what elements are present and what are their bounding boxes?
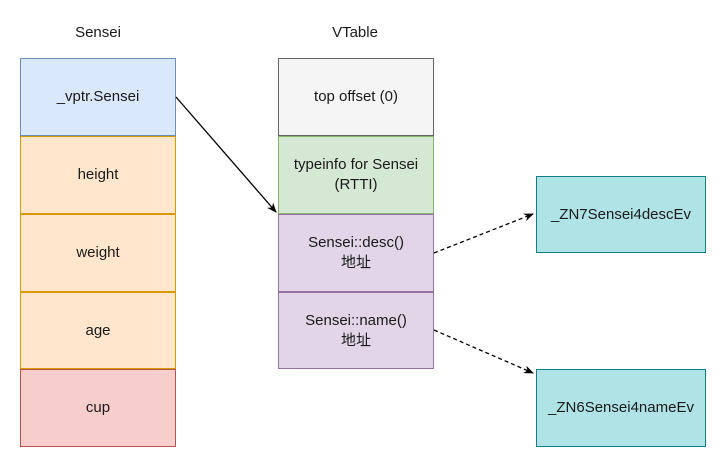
name-arrow — [433, 329, 534, 374]
field-vptr-label: _vptr.Sensei — [56, 88, 140, 105]
vtable-name-line2: 地址 — [340, 331, 371, 349]
field-age-label: age — [85, 321, 111, 339]
struct-title: Sensei — [75, 24, 121, 41]
field-weight: weight — [20, 214, 176, 292]
field-age: age — [20, 292, 176, 369]
vtable-typeinfo-line1: typeinfo for Sensei — [293, 156, 419, 173]
field-cup-label: cup — [85, 399, 111, 416]
vtable-desc-line1: Sensei::desc() — [308, 234, 404, 251]
vptr-arrow — [175, 96, 277, 213]
field-height-label: height — [77, 166, 119, 183]
field-cup: cup — [20, 369, 176, 447]
vtable-desc-line2: 地址 — [340, 254, 371, 271]
vtable-name-line1: Sensei::name() — [305, 311, 407, 329]
vtable-typeinfo: typeinfo for Sensei (RTTI) — [278, 136, 434, 214]
field-height: height — [20, 136, 176, 214]
vtable-top-offset-label: top offset (0) — [314, 88, 398, 105]
field-weight-label: weight — [76, 244, 120, 261]
desc-arrow — [433, 213, 534, 254]
symbol-name: _ZN6Sensei4nameEv — [536, 369, 706, 447]
symbol-name-label: _ZN6Sensei4nameEv — [548, 399, 694, 416]
symbol-desc: _ZN7Sensei4descEv — [536, 176, 706, 253]
vtable-title: VTable — [332, 24, 378, 41]
symbol-desc-label: _ZN7Sensei4descEv — [550, 205, 692, 223]
vtable-desc-entry: Sensei::desc() 地址 — [278, 214, 434, 292]
vtable-typeinfo-line2: (RTTI) — [334, 176, 378, 193]
field-vptr: _vptr.Sensei — [20, 58, 176, 136]
vtable-top-offset: top offset (0) — [278, 58, 434, 136]
vtable-name-entry: Sensei::name() 地址 — [278, 292, 434, 369]
